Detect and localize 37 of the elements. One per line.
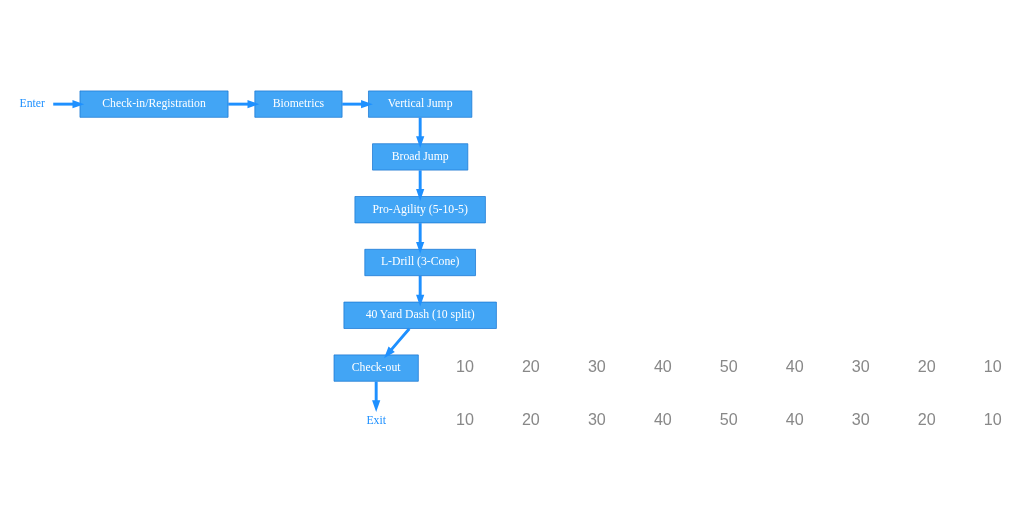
label: 10 <box>455 356 474 375</box>
node-box: L-Drill (3-Cone) <box>364 248 476 276</box>
label: 20 <box>521 356 540 375</box>
label: 20 <box>917 356 936 375</box>
label: 40 <box>653 356 672 375</box>
label: 20 <box>917 409 936 428</box>
node-box: Broad Jump <box>372 142 469 170</box>
node-text: Enter <box>19 96 45 110</box>
label: 20 <box>521 409 540 428</box>
arrow <box>416 222 425 254</box>
label: 50 <box>719 356 738 375</box>
arrow <box>416 169 425 201</box>
arrow <box>342 99 373 108</box>
arrow <box>53 99 85 108</box>
label: 30 <box>587 356 606 375</box>
node-box: Vertical Jump <box>368 90 473 118</box>
node-box: Check-in/Registration <box>79 90 229 118</box>
label: 40 <box>785 409 804 428</box>
arrow <box>372 381 381 412</box>
label: 10 <box>983 409 1002 428</box>
arrow <box>384 327 411 358</box>
label: 30 <box>587 409 606 428</box>
node-box: Check-out <box>333 354 419 382</box>
arrow <box>416 275 425 306</box>
label: 30 <box>851 356 870 375</box>
node-box: 40 Yard Dash (10 split) <box>343 301 497 329</box>
label: 40 <box>785 356 804 375</box>
label: 10 <box>455 409 474 428</box>
arrow <box>228 99 260 108</box>
node-text: Exit <box>366 413 386 427</box>
label: 50 <box>719 409 738 428</box>
node-box: Pro-Agility (5-10-5) <box>354 195 486 223</box>
label: 40 <box>653 409 672 428</box>
arrow <box>416 117 425 148</box>
node-box: Biometrics <box>254 90 343 118</box>
label: 30 <box>851 409 870 428</box>
label: 10 <box>983 356 1002 375</box>
